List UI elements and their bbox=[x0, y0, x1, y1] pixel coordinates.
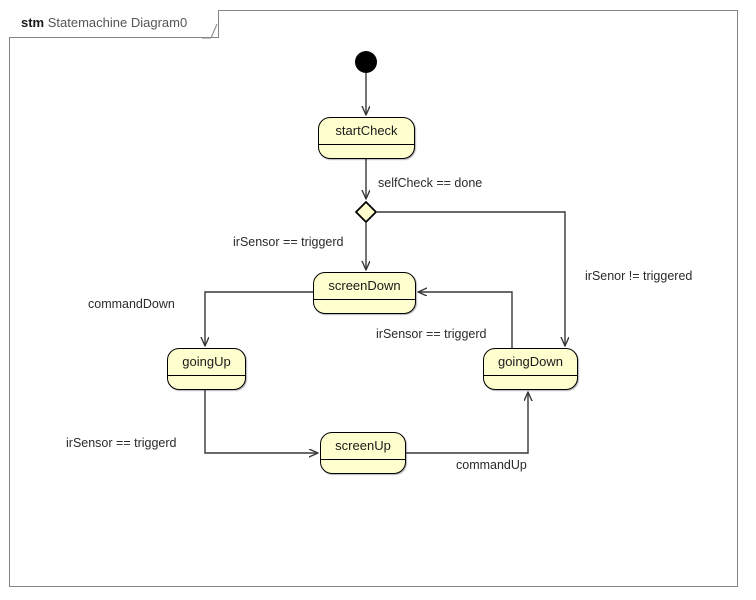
state-goingup[interactable]: goingUp bbox=[167, 348, 246, 390]
state-screendown-label: screenDown bbox=[314, 273, 415, 300]
diagram-frame-tab-corner bbox=[202, 24, 218, 39]
diagram-keyword: stm bbox=[21, 15, 45, 30]
transition-label-commandup: commandUp bbox=[456, 458, 527, 472]
state-goingdown[interactable]: goingDown bbox=[483, 348, 578, 390]
transition-label-goingup-to-screenup: irSensor == triggerd bbox=[66, 436, 177, 450]
state-startcheck-body bbox=[319, 145, 414, 158]
diagram-title-text: Statemachine Diagram0 bbox=[47, 15, 188, 30]
state-screenup[interactable]: screenUp bbox=[320, 432, 406, 474]
state-screenup-label: screenUp bbox=[321, 433, 405, 460]
state-startcheck-label: startCheck bbox=[319, 118, 414, 145]
diagram-frame-header-tab: stm Statemachine Diagram0 bbox=[9, 10, 219, 38]
transition-label-selfcheck-done: selfCheck == done bbox=[378, 176, 483, 190]
transition-label-goingdown-to-screendown: irSensor == triggerd bbox=[376, 327, 487, 341]
state-screenup-body bbox=[321, 460, 405, 473]
state-screendown[interactable]: screenDown bbox=[313, 272, 416, 314]
initial-pseudostate-node[interactable] bbox=[355, 51, 377, 73]
state-goingup-label: goingUp bbox=[168, 349, 245, 376]
diagram-title: stm Statemachine Diagram0 bbox=[21, 15, 187, 30]
state-startcheck[interactable]: startCheck bbox=[318, 117, 415, 159]
state-goingdown-body bbox=[484, 376, 577, 389]
transition-label-choice-to-goingdown: irSenor != triggered bbox=[585, 269, 693, 283]
transition-label-commanddown: commandDown bbox=[88, 297, 175, 311]
transition-label-choice-to-screendown: irSensor == triggerd bbox=[233, 235, 344, 249]
choice-pseudostate-node[interactable] bbox=[355, 201, 377, 223]
state-screendown-body bbox=[314, 300, 415, 313]
state-goingup-body bbox=[168, 376, 245, 389]
state-goingdown-label: goingDown bbox=[484, 349, 577, 376]
